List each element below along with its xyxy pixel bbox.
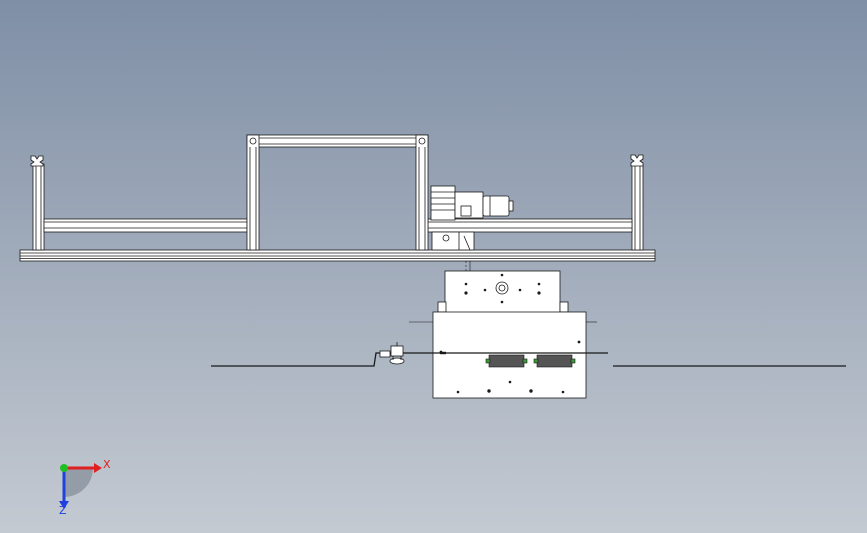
- carriage-upper-block[interactable]: [437, 270, 569, 314]
- bearing-hub[interactable]: [495, 281, 509, 295]
- z-axis-label: Z: [59, 504, 67, 517]
- base-rail[interactable]: [19, 249, 656, 262]
- left-clamp[interactable]: [485, 354, 528, 368]
- cable-line[interactable]: [211, 342, 846, 367]
- clamp-connectors[interactable]: [485, 354, 576, 368]
- right-clamp[interactable]: [533, 354, 576, 368]
- left-upright[interactable]: [30, 155, 45, 251]
- motor-mount-block[interactable]: [431, 231, 475, 251]
- motor-assembly[interactable]: [430, 185, 514, 251]
- x-axis-label: X: [103, 458, 111, 471]
- coordinate-triad-icon: X Z: [59, 458, 111, 517]
- feed-shaft[interactable]: [465, 261, 471, 271]
- center-gantry[interactable]: [246, 134, 429, 251]
- left-beam[interactable]: [43, 218, 248, 233]
- right-beam[interactable]: [427, 218, 633, 233]
- right-upright[interactable]: [630, 154, 644, 251]
- aluminium-frame[interactable]: [19, 134, 656, 262]
- cable-plug[interactable]: [379, 342, 405, 365]
